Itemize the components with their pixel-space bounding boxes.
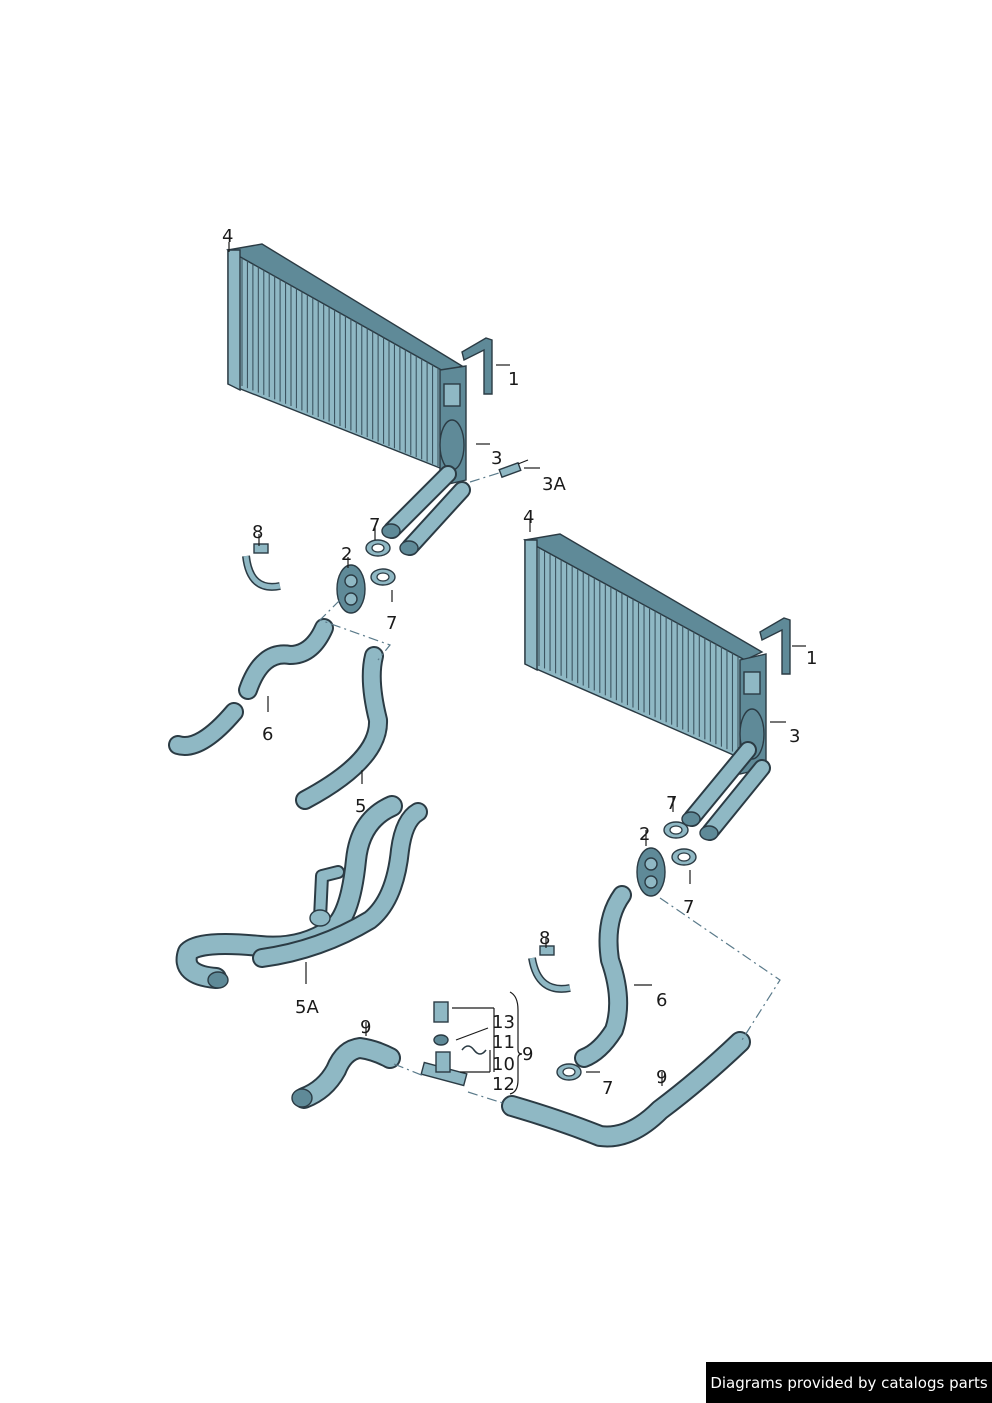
callout-3-upper: 3: [491, 448, 502, 469]
hose-5a: [175, 795, 428, 989]
heater-core-upper: [225, 243, 467, 487]
callout-7-lower-c: 7: [602, 1078, 613, 1099]
hose-9-left: [291, 1037, 401, 1109]
callout-6-upper: 6: [262, 724, 273, 745]
dash-tee-right: [467, 1091, 507, 1105]
heater-core-lower: [522, 533, 767, 775]
t-piece: [420, 1001, 487, 1087]
clamp-upper-b: [370, 568, 396, 586]
callout-9-group: 9: [522, 1044, 533, 1065]
hose-5: [295, 646, 388, 810]
clamp-lower-a: [663, 821, 689, 839]
leader-lines: [228, 242, 806, 1095]
callout-9-left: 9: [360, 1017, 371, 1038]
callout-7-lower-b: 7: [683, 897, 694, 918]
callout-labels: 4 1 3 3A 7 2 8 7 6 5 5A 4 1 3 7 2 7 8 6 …: [222, 226, 817, 1099]
callout-8-upper: 8: [252, 522, 263, 543]
callout-10: 10: [492, 1054, 515, 1075]
clamp-bottom: [556, 1063, 582, 1081]
clamp-lower-b: [671, 848, 697, 866]
bracket-lower: [759, 617, 791, 675]
sensor-3a: [498, 459, 529, 479]
heater-core-upper-pipes: [381, 465, 471, 556]
callout-7-upper-b: 7: [386, 613, 397, 634]
dash-3a: [469, 471, 503, 483]
callout-3-lower: 3: [789, 726, 800, 747]
callout-9-right: 9: [656, 1067, 667, 1088]
seal-upper: [336, 564, 366, 614]
callout-7-upper-a: 7: [369, 515, 380, 536]
dash-upper: [318, 599, 391, 661]
callout-4-lower: 4: [523, 507, 534, 528]
callout-11: 11: [492, 1032, 515, 1053]
callout-5: 5: [355, 796, 366, 817]
band-clamp-lower: [528, 945, 571, 993]
credit-banner: Diagrams provided by catalogs parts: [706, 1362, 992, 1403]
hose-9-right: [501, 1031, 751, 1148]
callout-8-lower: 8: [539, 928, 550, 949]
callout-13: 13: [492, 1012, 515, 1033]
callout-2-upper: 2: [341, 544, 352, 565]
band-clamp-upper: [242, 543, 281, 591]
bracket-upper: [461, 337, 493, 395]
hose-6-upper: [168, 618, 334, 756]
callout-1-upper: 1: [508, 369, 519, 390]
callout-4-upper: 4: [222, 226, 233, 247]
clamp-upper-a: [365, 539, 391, 557]
callout-1-lower: 1: [806, 648, 817, 669]
hose-6-lower: [574, 885, 632, 1068]
callout-3a: 3A: [542, 474, 566, 495]
heater-core-lower-pipes: [681, 741, 771, 841]
dash-lower: [659, 897, 781, 1041]
callout-12: 12: [492, 1074, 515, 1095]
callout-7-lower-a: 7: [666, 793, 677, 814]
seal-lower: [636, 847, 666, 897]
callout-6-lower: 6: [656, 990, 667, 1011]
callout-5a: 5A: [295, 997, 319, 1018]
dash-tee-left: [393, 1063, 425, 1077]
callout-2-lower: 2: [639, 824, 650, 845]
